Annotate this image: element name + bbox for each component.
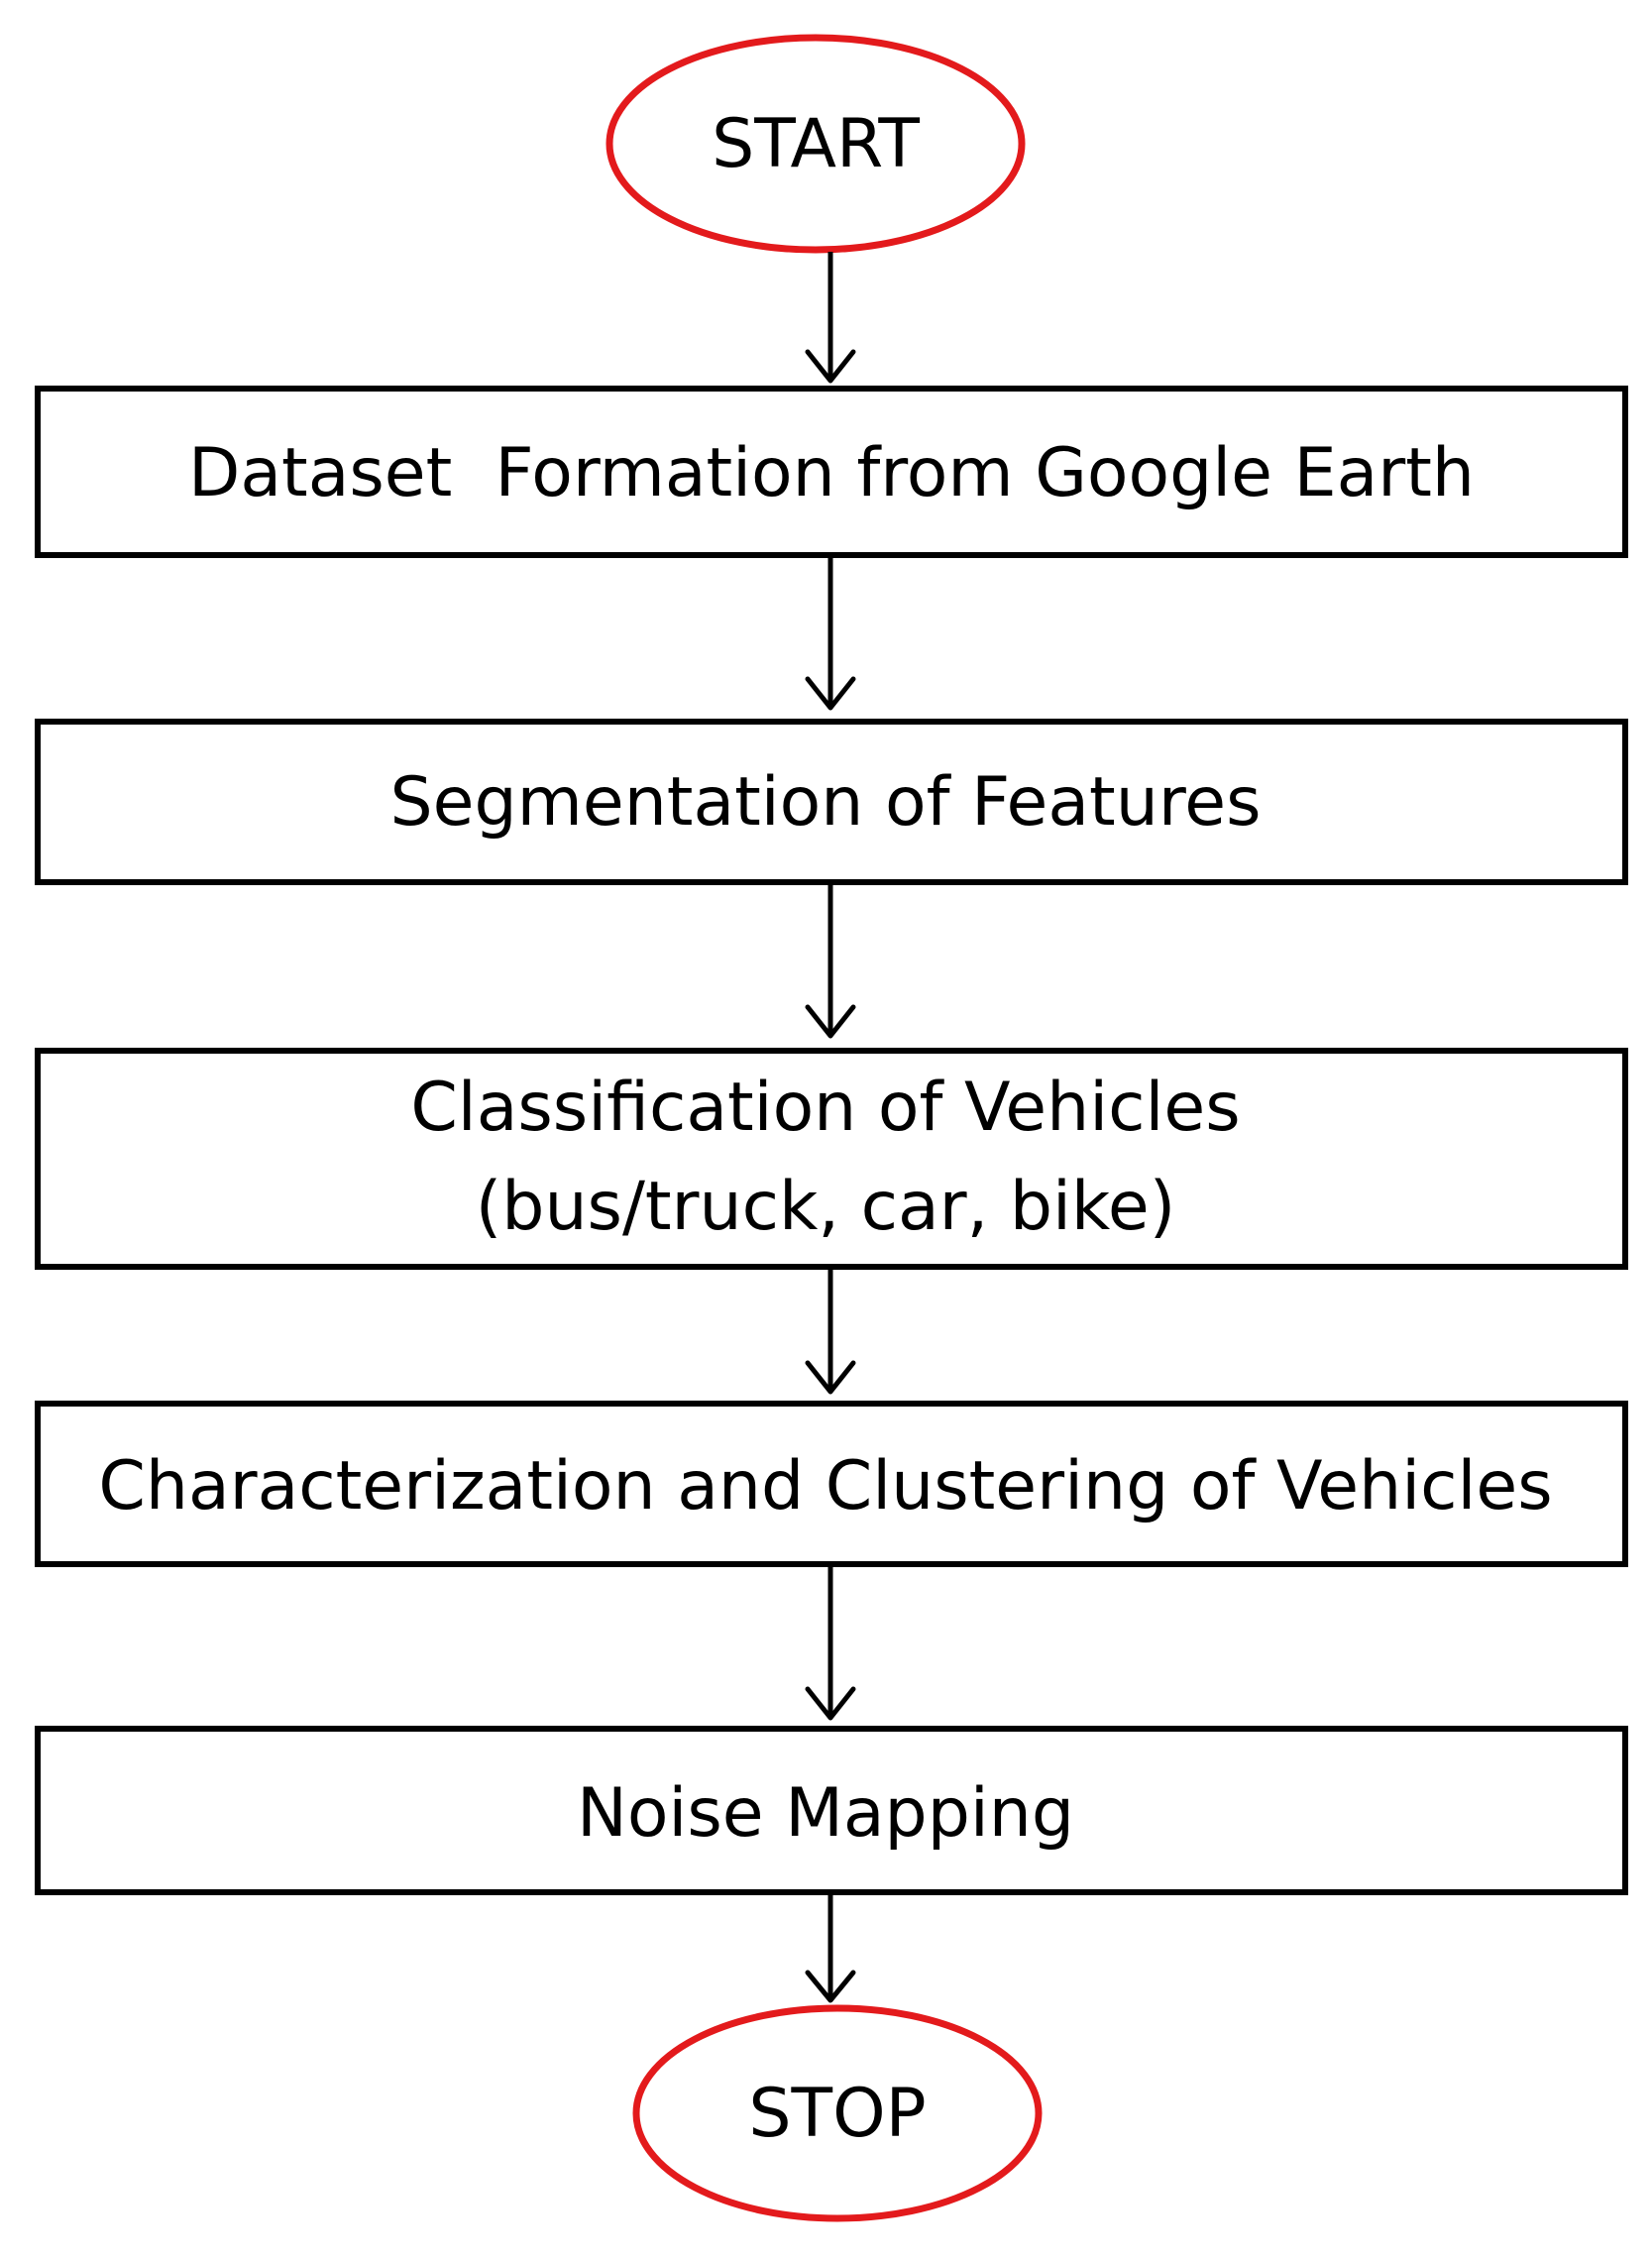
stop-ellipse: [632, 2004, 1043, 2222]
step-segmentation: Segmentation of Features: [35, 719, 1628, 885]
step-label-line-1: Classification of Vehicles: [410, 1069, 1240, 1147]
step-dataset-formation: Dataset Formation from Google Earth: [35, 386, 1628, 558]
step-classification: Classification of Vehicles (bus/truck, c…: [35, 1048, 1628, 1270]
start-ellipse: [606, 34, 1026, 254]
arrow-step-4-to-step-5: [805, 1567, 856, 1721]
stop-node: STOP: [632, 2004, 1043, 2222]
step-label-line-2: (bus/truck, car, bike): [476, 1168, 1175, 1246]
arrow-step-1-to-step-2: [805, 558, 856, 711]
arrow-step-5-to-stop: [805, 1895, 856, 2003]
start-node: START: [606, 34, 1026, 254]
step-box: [35, 1726, 1628, 1895]
step-box: [35, 386, 1628, 558]
arrow-start-to-step-1: [805, 252, 856, 384]
step-noise-mapping: Noise Mapping: [35, 1726, 1628, 1895]
stop-label: STOP: [748, 2075, 926, 2153]
step-label: Noise Mapping: [577, 1774, 1074, 1853]
step-label: Segmentation of Features: [389, 763, 1261, 842]
step-characterization: Characterization and Clustering of Vehic…: [35, 1401, 1628, 1567]
arrow-step-3-to-step-4: [805, 1270, 856, 1395]
arrow-step-2-to-step-3: [805, 885, 856, 1039]
step-label: Dataset Formation from Google Earth: [188, 434, 1475, 512]
step-box: [35, 719, 1628, 885]
step-label: Characterization and Clustering of Vehic…: [98, 1447, 1552, 1526]
start-label: START: [712, 105, 920, 183]
step-box: [35, 1401, 1628, 1567]
step-box: [35, 1048, 1628, 1270]
